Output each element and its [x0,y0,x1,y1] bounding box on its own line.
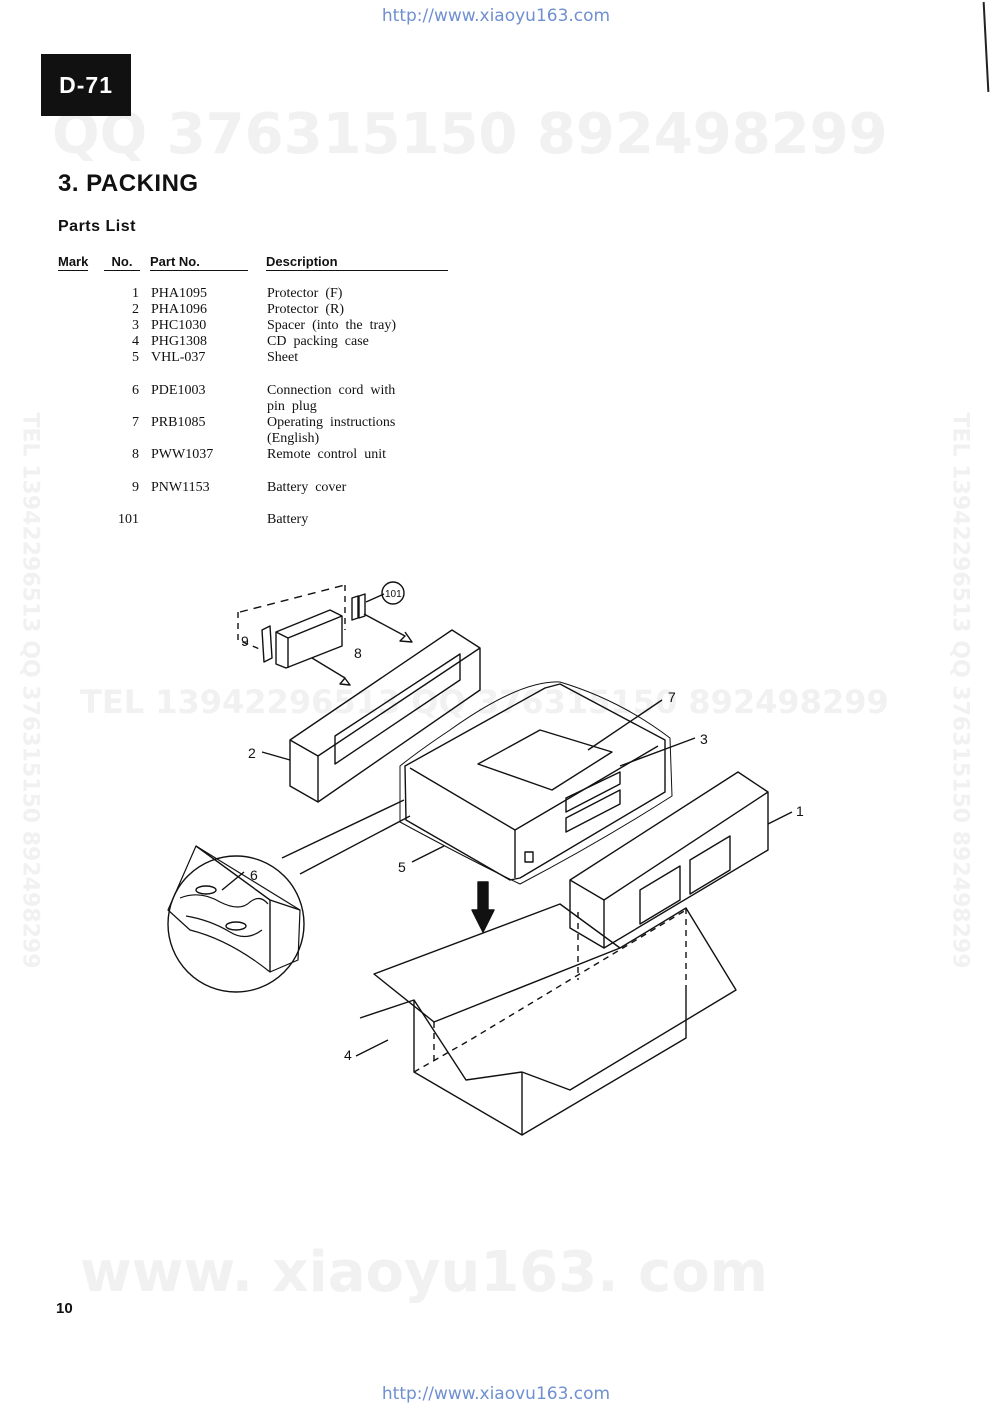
row-no: 8 [132,447,139,462]
col-header-no: No. [104,254,140,271]
callout-101: 101 [385,589,402,600]
row-part-no: VHL-037 [151,350,206,365]
row-no: 7 [132,415,139,430]
source-url-bottom: http://www.xiaovu163.com [381,1384,611,1404]
callout-5: 5 [398,859,406,875]
callout-8: 8 [354,645,362,661]
callout-6: 6 [250,867,258,883]
row-description: Battery cover [267,480,347,495]
row-description: Protector (R) [267,302,344,317]
row-no: 5 [132,350,139,365]
row-no: 2 [132,302,139,317]
row-no: 6 [132,383,139,398]
section-title: 3. PACKING [58,170,199,197]
source-url-top: http://www.xiaoyu163.com [381,6,611,26]
row-no: 101 [118,512,139,527]
callout-7: 7 [668,689,676,705]
row-description-cont: pin plug [267,399,317,414]
row-description: Sheet [267,350,299,365]
row-description: Connection cord with [267,383,396,398]
row-description-cont: (English) [267,431,320,446]
model-tab: D-71 [41,54,131,116]
row-description: CD packing case [267,334,369,349]
col-header-description: Description [266,254,448,271]
row-part-no: PRB1085 [151,415,206,430]
row-no: 3 [132,318,139,333]
row-part-no: PHA1095 [151,286,208,301]
row-no: 9 [132,480,139,495]
watermark-qq: QQ 376315150 892498299 [52,102,888,167]
col-header-part-no: Part No. [150,254,248,271]
row-part-no: PNW1153 [151,480,210,495]
row-description: Protector (F) [267,286,343,301]
row-no: 4 [132,334,139,349]
col-header-mark: Mark [58,254,89,271]
callout-2: 2 [248,745,256,761]
row-description: Battery [267,512,309,527]
row-description: Operating instructions [267,415,396,430]
row-part-no: PHA1096 [151,302,208,317]
packing-exploded-diagram: 1 2 3 4 5 6 7 8 9 101 [167,581,804,1136]
watermark-tel: TEL 13942296513 QQ 376315150 892498299 [80,683,889,721]
row-description: Spacer (into the tray) [267,318,397,333]
row-description: Remote control unit [267,447,386,462]
callout-3: 3 [700,731,708,747]
row-part-no: PWW1037 [151,447,214,462]
row-part-no: PHC1030 [151,318,207,333]
callout-1: 1 [796,803,804,819]
callout-4: 4 [344,1047,352,1063]
row-no: 1 [132,286,139,301]
callout-9: 9 [241,633,249,649]
page-number: 10 [56,1300,73,1317]
watermark-site: www. xiaoyu163. com [80,1240,769,1305]
row-part-no: PDE1003 [151,383,206,398]
row-part-no: PHG1308 [151,334,208,349]
parts-list-heading: Parts List [58,218,136,235]
